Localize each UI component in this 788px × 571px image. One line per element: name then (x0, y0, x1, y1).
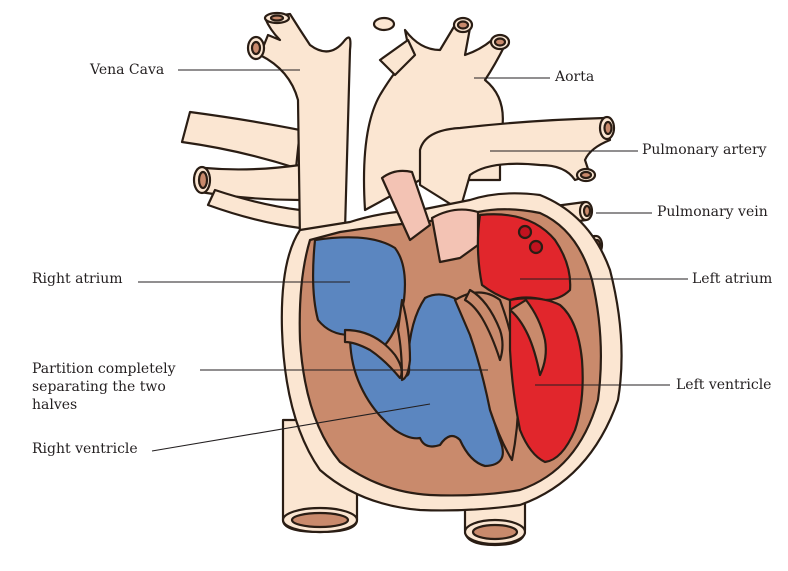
left-ventricle-papillary (508, 298, 547, 377)
pulmonary-vein-opening-a (517, 224, 533, 240)
left-branch-bottom (206, 188, 302, 230)
label-partition-line2: separating the two (32, 379, 166, 395)
label-right-ventricle: Right ventricle (32, 441, 138, 457)
left-branch-upper (180, 110, 302, 170)
inferior-vena-cava-lumen (290, 511, 350, 529)
vessels (180, 11, 616, 547)
left-branch-lower-lumen (197, 170, 209, 190)
left-atrioventricular-flap (463, 288, 504, 362)
aortic-trunk-inner (430, 208, 480, 264)
right-valve-flap-a (343, 328, 403, 380)
label-partition-line3: halves (32, 397, 78, 413)
pulmonary-artery-lumen-lower (579, 170, 593, 180)
superior-vena-cava-top-lumen (269, 14, 285, 22)
pulmonary-trunk-inner (380, 169, 432, 242)
label-aorta: Aorta (555, 69, 595, 85)
left-ventricle-chamber (508, 297, 584, 464)
label-vena-cava: Vena Cava (90, 62, 165, 78)
pulmonary-vein-upper-lumen (582, 204, 592, 218)
pulmonary-vein-opening-b (528, 239, 544, 255)
aorta-branch-1-lumen (456, 20, 470, 30)
right-valve-flap-b (396, 298, 412, 382)
label-partition-line1: Partition completely (32, 361, 176, 377)
label-pulmonary-artery: Pulmonary artery (642, 142, 767, 158)
superior-vena-cava-side-lumen (250, 40, 262, 56)
label-right-atrium: Right atrium (32, 271, 123, 287)
superior-vena-cava-right (372, 16, 396, 32)
aorta-branch-2-lumen (493, 37, 507, 47)
pulmonary-artery-lumen-upper (603, 120, 613, 136)
label-pulmonary-vein: Pulmonary vein (657, 204, 768, 220)
label-left-ventricle: Left ventricle (676, 377, 772, 393)
right-atrium-chamber (312, 236, 407, 347)
pulmonary-artery-trunk (418, 116, 612, 212)
leader-lines (138, 69, 688, 452)
label-left-atrium: Left atrium (692, 271, 773, 287)
descending-aorta-lumen (471, 523, 519, 541)
leader-right-ventricle (151, 403, 431, 452)
aorta-left-branch (378, 38, 417, 77)
